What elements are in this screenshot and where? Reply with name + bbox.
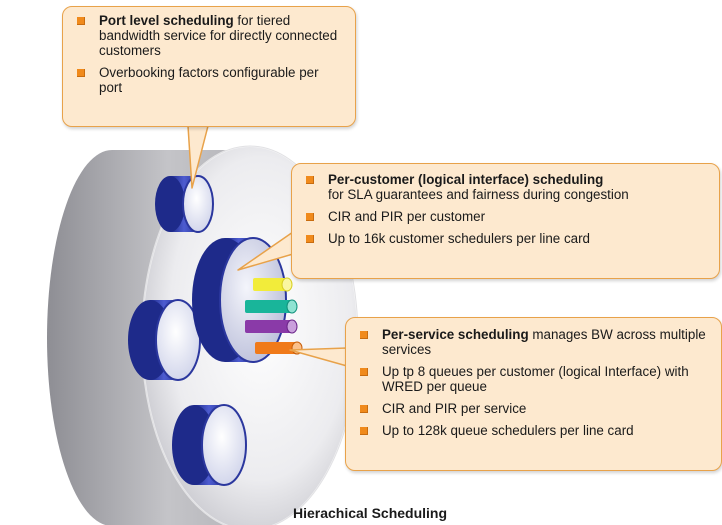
port-cylinder-bottom [172,404,247,486]
list-item: Port level scheduling for tiered bandwid… [75,13,345,58]
service-tube-teal [245,299,298,314]
service-tube-orange [255,341,303,355]
callout-port-scheduling: Port level scheduling for tiered bandwid… [62,6,356,127]
service-queues [245,277,303,355]
bullet-square-icon [360,368,368,376]
bullet-square-icon [306,235,314,243]
list-item: CIR and PIR per service [358,401,711,416]
list-item: Up tp 8 queues per customer (logical Int… [358,364,711,394]
port-cylinder-top [155,175,214,233]
bullet-text: CIR and PIR per service [382,401,527,416]
bullet-square-icon [360,427,368,435]
bullet-square-icon [77,69,85,77]
bullet-square-icon [306,213,314,221]
service-tube-yellow [253,277,293,292]
list-item: Up to 128k queue schedulers per line car… [358,423,711,438]
list-item: CIR and PIR per customer [304,209,709,224]
list-item: Overbooking factors configurable per por… [75,65,345,95]
callout-customer-scheduling: Per-customer (logical interface) schedul… [291,163,720,279]
port-cylinder-left [128,299,201,381]
bullet-text: Up to 16k customer schedulers per line c… [328,231,590,246]
bullet-bold-text: Per-customer (logical interface) schedul… [328,172,604,187]
bullet-square-icon [360,405,368,413]
bullet-text: for SLA guarantees and fairness during c… [328,187,629,202]
list-item: Up to 16k customer schedulers per line c… [304,231,709,246]
bullet-text: manages BW across multiple services [382,327,706,357]
bullet-bold-text: Port level scheduling [99,13,234,28]
callout-service-scheduling: Per-service scheduling manages BW across… [345,317,722,471]
list-item: Per-service scheduling manages BW across… [358,327,711,357]
service-tube-purple [245,319,298,334]
bullet-square-icon [306,176,314,184]
bullet-text: CIR and PIR per customer [328,209,486,224]
list-item: Per-customer (logical interface) schedul… [304,172,709,202]
bullet-text: Up to 128k queue schedulers per line car… [382,423,634,438]
bullet-text: Overbooking factors configurable per por… [99,65,319,95]
bullet-square-icon [77,17,85,25]
diagram-caption: Hierachical Scheduling [292,505,448,521]
bullet-text: for tiered bandwidth service for directl… [99,13,338,58]
bullet-square-icon [360,331,368,339]
bullet-bold-text: Per-service scheduling [382,327,529,342]
bullet-text: Up tp 8 queues per customer (logical Int… [382,364,689,394]
